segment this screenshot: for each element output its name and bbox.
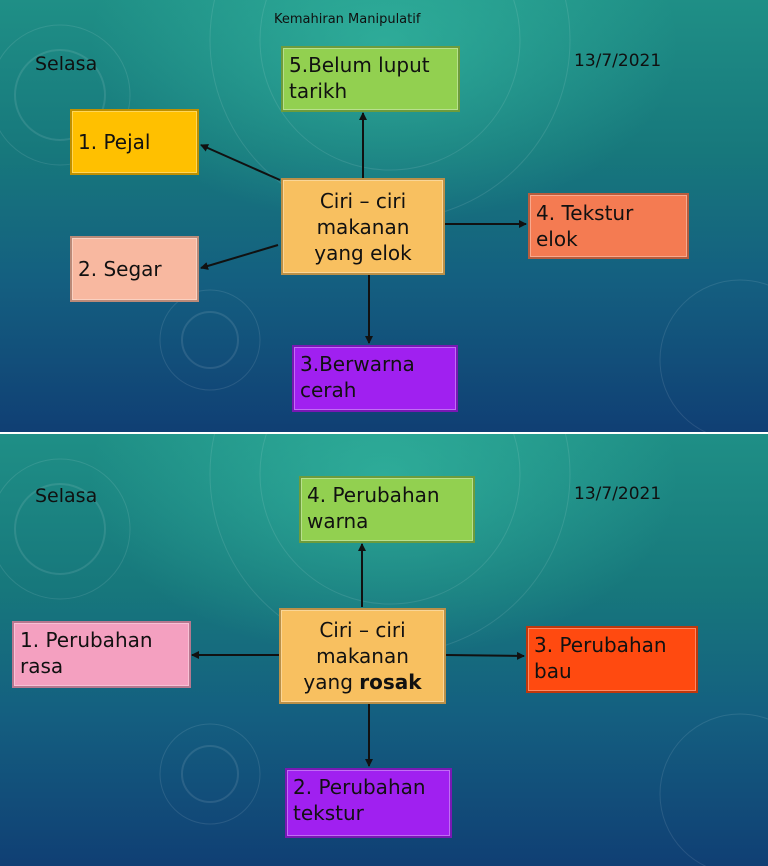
box-right: 3. Perubahan bau [526,626,698,693]
box-right: 4. Tekstur elok [528,193,689,259]
box-bottom: 2. Perubahan tekstur [285,768,452,838]
connector-arrows [200,112,527,344]
center-box: Ciri – ciri makanan yang rosak [279,608,446,704]
box-top-text: 5.Belum luput tarikh [289,53,430,103]
box-left: 1. Perubahan rasa [12,621,191,688]
box-top: 5.Belum luput tarikh [281,46,460,112]
box-right-text: 3. Perubahan bau [534,633,667,683]
center-line-2: makanan [316,644,409,668]
date-label: 13/7/2021 [574,51,662,71]
box-top-text: 4. Perubahan warna [307,483,440,533]
center-line-3: yang elok [314,240,412,265]
box-bottom-text: 2. Perubahan tekstur [293,775,426,825]
box-bottom-text: 3.Berwarna cerah [300,352,415,402]
arrow-to-left-upper [200,144,281,181]
center-line-2: makanan [316,214,410,239]
day-label: Selasa [35,485,98,507]
box-bottom: 3.Berwarna cerah [292,345,458,412]
box-left-lower-text: 2. Segar [78,257,162,281]
center-line-3-prefix: yang [303,670,360,694]
box-left-lower: 2. Segar [70,236,199,302]
slide-separator [0,432,768,434]
box-left-upper-text: 1. Pejal [78,130,151,154]
arrow-to-left-lower [200,244,279,270]
day-label: Selasa [35,53,98,75]
box-left-upper: 1. Pejal [70,109,199,175]
box-left-text: 1. Perubahan rasa [20,628,153,678]
center-box: Ciri – ciri makanan yang elok [281,178,445,275]
connector-arrows [191,543,525,767]
box-right-text: 4. Tekstur elok [536,201,634,251]
slide-header-title: Kemahiran Manipulatif [274,12,421,27]
slide-top: Kemahiran Manipulatif Selasa 13/7/2021 5… [0,0,768,432]
center-line-1: Ciri – ciri [319,618,406,642]
arrow-to-right [445,651,525,660]
box-top: 4. Perubahan warna [299,476,475,543]
date-label: 13/7/2021 [574,484,662,504]
center-line-1: Ciri – ciri [319,188,407,213]
center-line-3-bold: rosak [359,670,422,694]
slide-bottom: Selasa 13/7/2021 4. Perubahan warna 1. P… [0,434,768,866]
